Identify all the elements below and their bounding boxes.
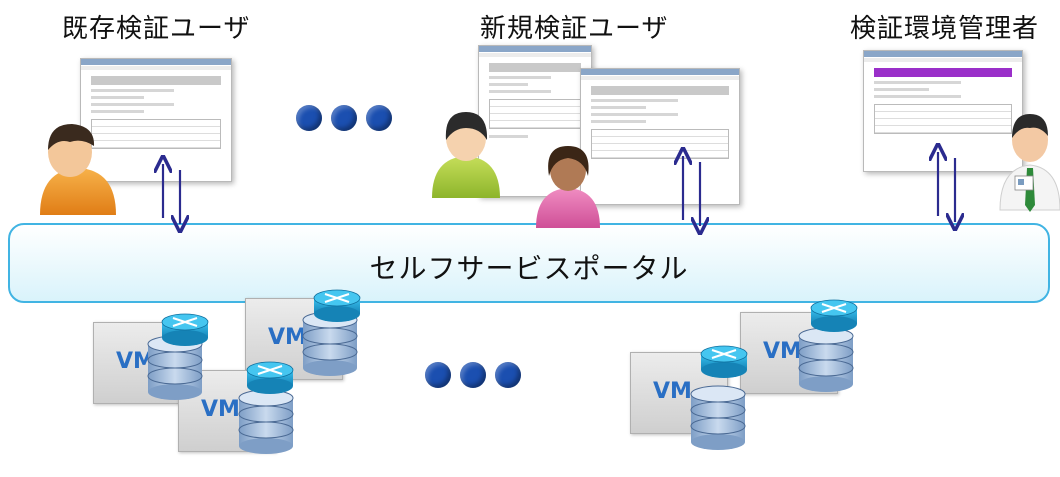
sync-arrows <box>163 152 955 226</box>
database-icon <box>798 327 854 392</box>
router-icon <box>700 345 748 378</box>
screenshot-existing-portal <box>80 58 232 182</box>
router-icon <box>810 299 858 332</box>
router-icon <box>246 361 294 394</box>
vm-label: VM <box>653 379 692 404</box>
vm-label: VM <box>763 339 802 364</box>
database-icon <box>690 385 746 450</box>
database-icon <box>238 389 294 454</box>
screenshot-new-portal-front <box>580 68 740 205</box>
portal-label: セルフサービスポータル <box>369 252 689 285</box>
self-service-portal: セルフサービスポータル <box>8 223 1050 303</box>
ellipsis-dots-bottom <box>425 362 521 388</box>
user-pink-icon <box>536 146 600 228</box>
vm-label: VM <box>268 325 307 350</box>
heading-admin: 検証環境管理者 <box>850 14 1040 44</box>
heading-existing-users: 既存検証ユーザ <box>62 14 251 44</box>
user-orange-icon <box>40 124 116 215</box>
ellipsis-dots-top <box>296 105 392 131</box>
router-icon <box>313 289 361 322</box>
heading-new-users: 新規検証ユーザ <box>480 14 669 44</box>
admin-user-icon <box>999 114 1060 212</box>
user-green-icon <box>432 112 500 198</box>
vm-label: VM <box>201 397 240 422</box>
database-icon <box>147 335 203 400</box>
router-icon <box>161 313 209 346</box>
